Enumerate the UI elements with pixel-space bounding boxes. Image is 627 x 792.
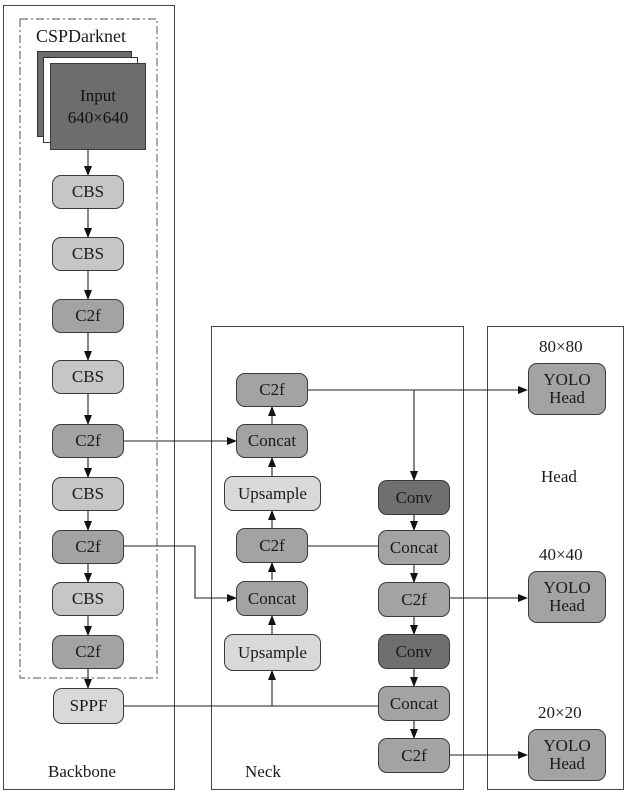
cspdarknet-label: CSPDarknet	[36, 26, 126, 46]
backbone-panel	[3, 5, 175, 790]
neck-conv-2: Conv	[378, 634, 450, 669]
backbone-sppf: SPPF	[53, 688, 124, 724]
neck-c2f-mid: C2f	[236, 528, 308, 563]
yolo-head-20-line2: Head	[549, 754, 585, 773]
neck-upsample-2: Upsample	[224, 634, 321, 671]
neck-c2f-top: C2f	[236, 373, 308, 407]
neck-concat-4: Concat	[378, 686, 450, 721]
neck-section-label: Neck	[245, 762, 281, 781]
neck-concat-1: Concat	[236, 424, 308, 458]
backbone-cbs-2: CBS	[52, 237, 124, 271]
backbone-c2f-3: C2f	[52, 530, 124, 564]
yolo-head-80: YOLO Head	[528, 363, 606, 415]
input-node: Input 640×640	[50, 63, 146, 150]
yolo-head-40-line2: Head	[549, 596, 585, 615]
yolo-head-20: YOLO Head	[528, 729, 606, 781]
backbone-cbs-5: CBS	[52, 582, 124, 616]
neck-c2f-p4: C2f	[378, 582, 450, 617]
backbone-cbs-1: CBS	[52, 175, 124, 209]
neck-c2f-p5: C2f	[378, 738, 450, 773]
backbone-cbs-4: CBS	[52, 477, 124, 511]
neck-panel	[211, 326, 464, 790]
yolo-head-80-line1: YOLO	[543, 370, 591, 389]
neck-upsample-1: Upsample	[224, 476, 321, 511]
backbone-c2f-2: C2f	[52, 424, 124, 458]
head-scale-40: 40×40	[539, 545, 583, 564]
yolo-head-40: YOLO Head	[528, 571, 606, 623]
neck-concat-3: Concat	[378, 530, 450, 565]
yolo-head-80-line2: Head	[549, 388, 585, 407]
input-size: 640×640	[67, 107, 129, 127]
head-panel	[487, 326, 624, 790]
edge	[123, 545, 237, 602]
backbone-cbs-3: CBS	[52, 360, 124, 394]
neck-conv-1: Conv	[378, 480, 450, 515]
head-scale-20: 20×20	[538, 703, 582, 722]
backbone-c2f-4: C2f	[52, 635, 124, 669]
yolo-head-20-line1: YOLO	[543, 736, 591, 755]
input-label: Input	[80, 85, 116, 105]
backbone-section-label: Backbone	[48, 762, 116, 781]
neck-concat-2: Concat	[236, 581, 308, 616]
head-scale-80: 80×80	[539, 337, 583, 356]
backbone-c2f-1: C2f	[52, 299, 124, 333]
head-section-label: Head	[541, 467, 577, 486]
yolo-head-40-line1: YOLO	[543, 578, 591, 597]
